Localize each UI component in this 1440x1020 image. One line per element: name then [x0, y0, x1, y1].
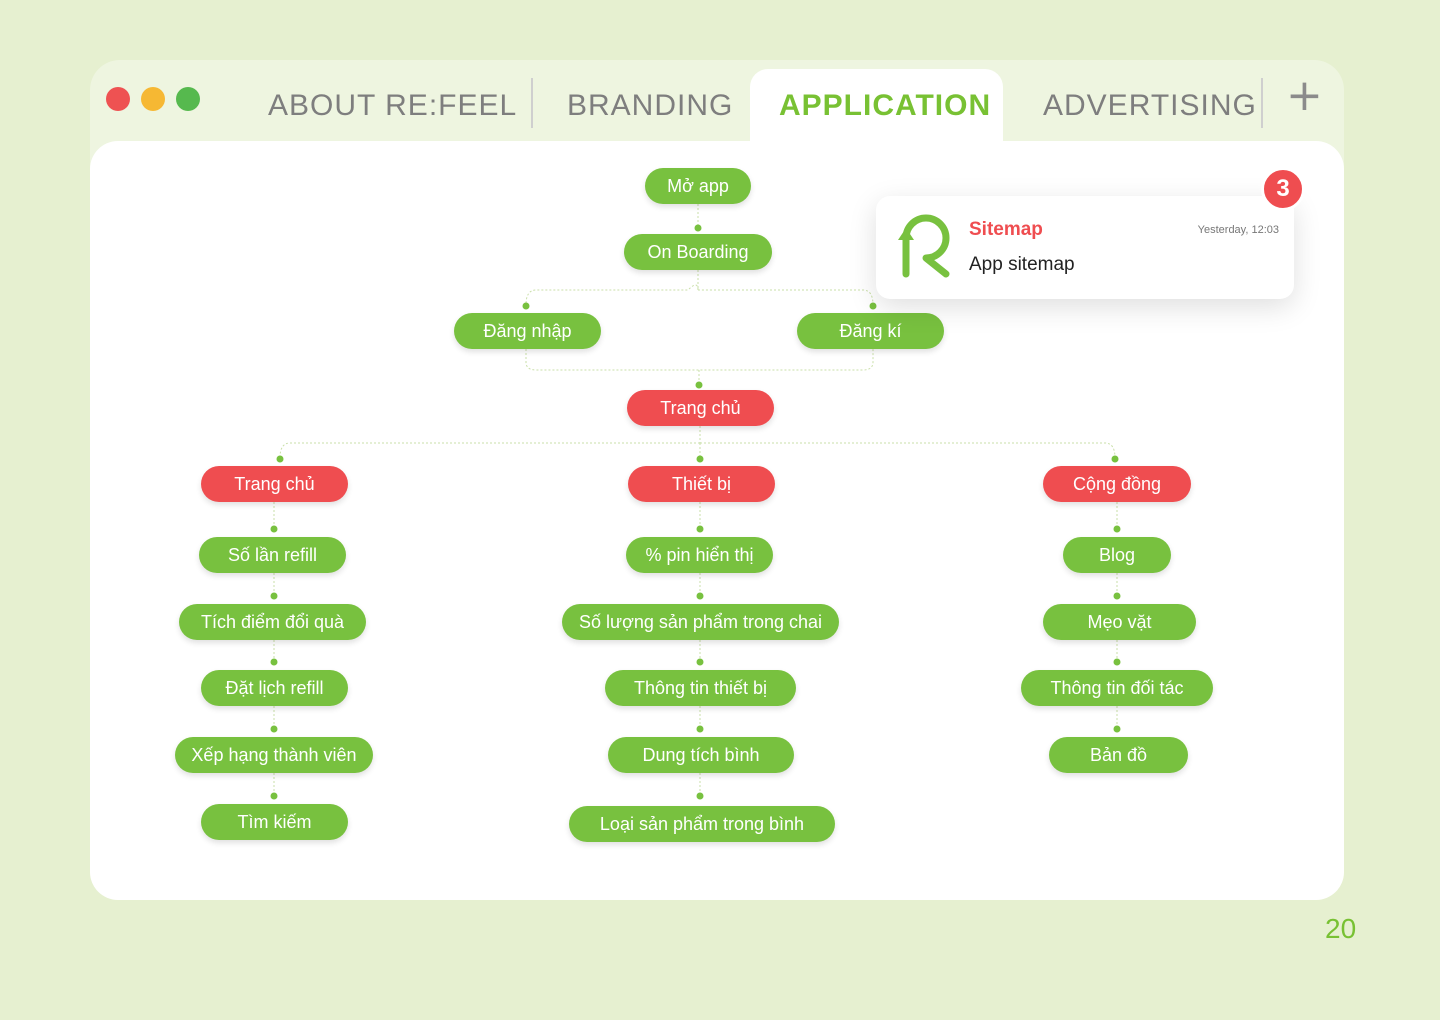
node-xep-hang-thanh-vien: Xếp hạng thành viên — [175, 737, 373, 773]
node-trang-chu-main: Trang chủ — [627, 390, 774, 426]
tab-application-label: APPLICATION — [779, 89, 992, 122]
node-meo-vat: Mẹo vặt — [1043, 604, 1196, 640]
node-on-boarding: On Boarding — [624, 234, 772, 270]
tab-branding[interactable]: BRANDING — [567, 89, 734, 122]
node-thong-tin-doi-tac: Thông tin đối tác — [1021, 670, 1213, 706]
node-tich-diem-doi-qua: Tích điểm đổi quà — [179, 604, 366, 640]
node-ban-do: Bản đồ — [1049, 737, 1188, 773]
node-dang-nhap: Đăng nhập — [454, 313, 601, 349]
node-dat-lich-refill: Đặt lịch refill — [201, 670, 348, 706]
node-so-luong-san-pham: Số lượng sản phẩm trong chai — [562, 604, 839, 640]
notification-card[interactable]: Sitemap App sitemap Yesterday, 12:03 — [876, 196, 1294, 299]
node-cong-dong: Cộng đồng — [1043, 466, 1191, 502]
add-tab-button[interactable]: + — [1286, 70, 1323, 121]
tab-bar: ABOUT RE:FEEL BRANDING APPLICATION ADVER… — [90, 60, 1344, 149]
node-trang-chu: Trang chủ — [201, 466, 348, 502]
notification-title: Sitemap — [969, 219, 1043, 240]
tab-divider — [531, 78, 533, 128]
node-pin-hien-thi: % pin hiển thị — [626, 537, 773, 573]
page-number: 20 — [1325, 913, 1357, 944]
node-mo-app: Mở app — [645, 168, 751, 204]
close-window-dot[interactable] — [106, 87, 130, 111]
node-so-lan-refill: Số lần refill — [199, 537, 346, 573]
node-blog: Blog — [1063, 537, 1171, 573]
tab-about-refeel[interactable]: ABOUT RE:FEEL — [268, 89, 518, 122]
refeel-logo-icon — [898, 214, 950, 278]
node-tim-kiem: Tìm kiếm — [201, 804, 348, 840]
minimize-window-dot[interactable] — [141, 87, 165, 111]
node-thiet-bi: Thiết bị — [628, 466, 775, 502]
notification-time: Yesterday, 12:03 — [1197, 224, 1279, 236]
tab-divider — [1261, 78, 1263, 128]
tab-advertising[interactable]: ADVERTISING — [1043, 89, 1257, 122]
node-dang-ki: Đăng kí — [797, 313, 944, 349]
node-dung-tich-binh: Dung tích bình — [608, 737, 794, 773]
node-thong-tin-thiet-bi: Thông tin thiết bị — [605, 670, 796, 706]
maximize-window-dot[interactable] — [176, 87, 200, 111]
notification-badge: 3 — [1261, 167, 1305, 211]
node-loai-san-pham: Loại sản phẩm trong bình — [569, 806, 835, 842]
tab-application[interactable]: APPLICATION — [750, 69, 1003, 149]
notification-subtitle: App sitemap — [969, 254, 1075, 275]
